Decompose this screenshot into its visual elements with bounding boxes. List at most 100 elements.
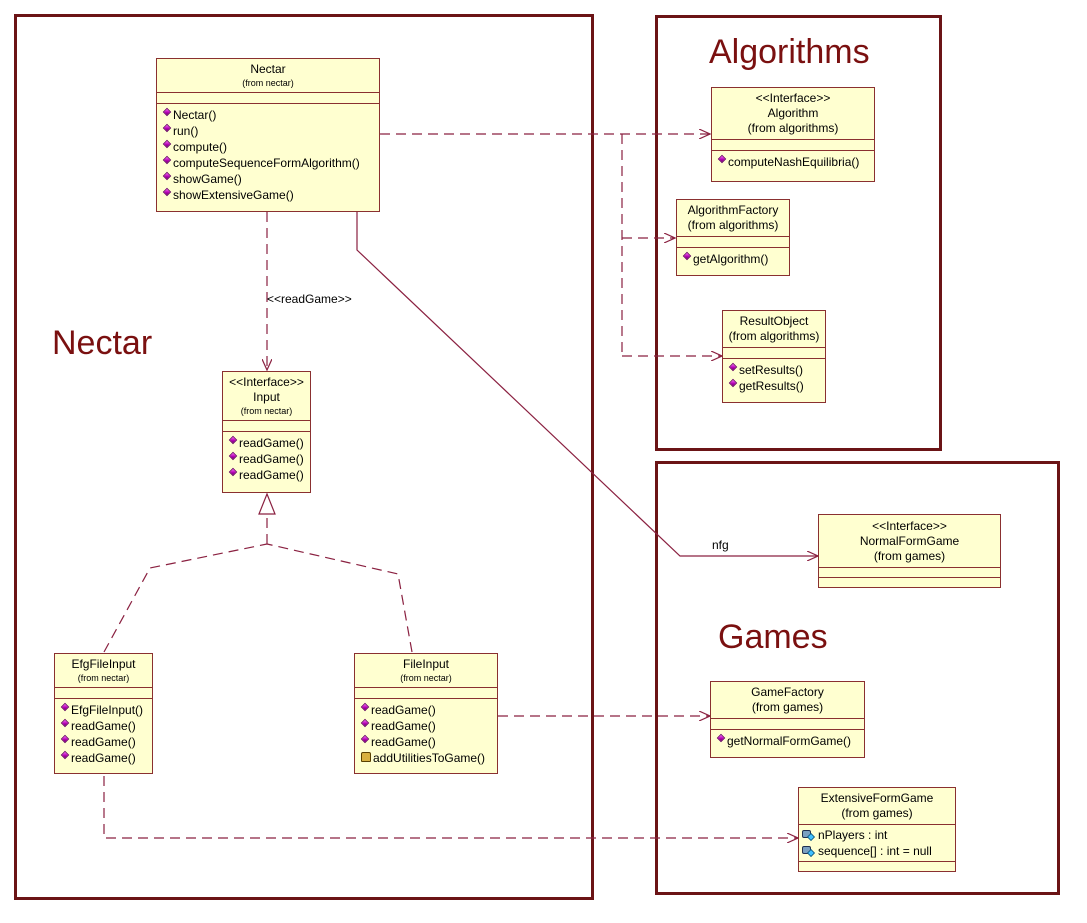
- public-method-icon: [60, 734, 70, 744]
- public-method-icon: [682, 251, 692, 261]
- package-title-algorithms: Algorithms: [709, 33, 870, 71]
- attribute-icon: [802, 829, 816, 841]
- class-name: EfgFileInput: [71, 657, 136, 671]
- operation: readGame(): [60, 734, 148, 750]
- class-package: (from algorithms): [728, 329, 820, 343]
- operation: EfgFileInput(): [60, 702, 148, 718]
- class-header: EfgFileInput (from nectar): [55, 654, 152, 688]
- public-method-icon: [162, 139, 172, 149]
- realization-triangle: [258, 492, 276, 515]
- realization-efg-input: [103, 543, 268, 653]
- class-operations: readGame() readGame() readGame(): [223, 432, 310, 485]
- operation: readGame(): [228, 435, 306, 451]
- operation: showExtensiveGame(): [162, 187, 375, 203]
- class-attributes: [712, 140, 874, 151]
- public-method-icon: [60, 702, 70, 712]
- class-gamefactory[interactable]: GameFactory (from games) getNormalFormGa…: [710, 681, 865, 758]
- operation: run(): [162, 123, 375, 139]
- class-header: <<Interface>> NormalFormGame (from games…: [819, 515, 1000, 568]
- class-package: (from games): [873, 549, 946, 563]
- class-operations: getAlgorithm(): [677, 248, 789, 269]
- class-efgfileinput[interactable]: EfgFileInput (from nectar) EfgFileInput(…: [54, 653, 153, 774]
- operation: getAlgorithm(): [682, 251, 785, 267]
- operation: getResults(): [728, 378, 821, 394]
- class-header: ResultObject (from algorithms): [723, 311, 825, 348]
- attribute-icon: [802, 845, 816, 857]
- nfg-label: nfg: [712, 538, 729, 552]
- class-header: <<Interface>> Algorithm (from algorithms…: [712, 88, 874, 140]
- class-nectar[interactable]: Nectar (from nectar) Nectar() run() comp…: [156, 58, 380, 212]
- public-method-icon: [728, 362, 738, 372]
- class-stereotype: <<Interface>>: [755, 91, 831, 105]
- operation: readGame(): [60, 718, 148, 734]
- class-fileinput[interactable]: FileInput (from nectar) readGame() readG…: [354, 653, 498, 774]
- package-games: [655, 461, 1060, 895]
- public-method-icon: [228, 467, 238, 477]
- class-normalformgame[interactable]: <<Interface>> NormalFormGame (from games…: [818, 514, 1001, 588]
- class-operations: Nectar() run() compute() computeSequence…: [157, 104, 379, 205]
- operation: showGame(): [162, 171, 375, 187]
- class-attributes: [355, 688, 497, 699]
- public-method-icon: [162, 187, 172, 197]
- class-resultobject[interactable]: ResultObject (from algorithms) setResult…: [722, 310, 826, 403]
- class-package: (from nectar): [77, 673, 130, 683]
- operation: computeSequenceFormAlgorithm(): [162, 155, 375, 171]
- class-operations: [799, 862, 955, 873]
- class-operations: setResults() getResults(): [723, 359, 825, 396]
- class-input[interactable]: <<Interface>> Input (from nectar) readGa…: [222, 371, 311, 493]
- class-operations: computeNashEquilibria(): [712, 151, 874, 172]
- class-algorithm[interactable]: <<Interface>> Algorithm (from algorithms…: [711, 87, 875, 182]
- operation: addUtilitiesToGame(): [361, 750, 493, 766]
- package-title-nectar: Nectar: [52, 324, 153, 362]
- readgame-label: <<readGame>>: [267, 292, 352, 306]
- operation: computeNashEquilibria(): [717, 154, 870, 170]
- class-name: GameFactory: [751, 685, 824, 699]
- class-package: (from nectar): [400, 673, 452, 683]
- realization-file-input: [266, 543, 413, 653]
- class-attributes: [677, 237, 789, 248]
- class-package: (from games): [841, 806, 913, 820]
- operation: Nectar(): [162, 107, 375, 123]
- class-name: Nectar: [250, 62, 286, 76]
- class-algorithmfactory[interactable]: AlgorithmFactory (from algorithms) getAl…: [676, 199, 790, 276]
- class-attributes: [55, 688, 152, 699]
- class-header: GameFactory (from games): [711, 682, 864, 719]
- operation: setResults(): [728, 362, 821, 378]
- operation: readGame(): [60, 750, 148, 766]
- operation: readGame(): [360, 718, 493, 734]
- operation: compute(): [162, 139, 375, 155]
- package-title-games: Games: [718, 618, 828, 656]
- class-attributes: nPlayers : int sequence[] : int = null: [799, 825, 955, 862]
- public-method-icon: [360, 734, 370, 744]
- class-name: ExtensiveFormGame: [820, 791, 934, 805]
- public-method-icon: [162, 171, 172, 181]
- class-operations: EfgFileInput() readGame() readGame() rea…: [55, 699, 152, 768]
- operation: readGame(): [228, 451, 306, 467]
- class-stereotype: <<Interface>>: [872, 519, 947, 533]
- class-name: ResultObject: [739, 314, 809, 328]
- public-method-icon: [717, 154, 727, 164]
- operation: getNormalFormGame(): [716, 733, 860, 749]
- class-header: Nectar (from nectar): [157, 59, 379, 93]
- class-package: (from algorithms): [687, 218, 779, 232]
- class-attributes: [157, 93, 379, 104]
- class-stereotype: <<Interface>>: [229, 375, 304, 389]
- public-method-icon: [228, 435, 238, 445]
- attribute: sequence[] : int = null: [802, 843, 952, 859]
- dependency-efg-extensiveformgame: [103, 776, 798, 838]
- class-extensiveformgame[interactable]: ExtensiveFormGame (from games) nPlayers …: [798, 787, 956, 872]
- public-method-icon: [60, 750, 70, 760]
- class-header: FileInput (from nectar): [355, 654, 497, 688]
- class-name: AlgorithmFactory: [687, 203, 779, 217]
- package-algorithms: [655, 15, 942, 451]
- class-package: (from algorithms): [747, 121, 839, 135]
- class-package: (from nectar): [242, 78, 294, 88]
- attribute: nPlayers : int: [802, 827, 952, 843]
- association-nectar-normalformgame: [356, 212, 818, 556]
- protected-method-icon: [361, 752, 371, 762]
- operation: readGame(): [360, 734, 493, 750]
- class-name: Algorithm: [767, 106, 819, 120]
- public-method-icon: [728, 378, 738, 388]
- class-header: <<Interface>> Input (from nectar): [223, 372, 310, 421]
